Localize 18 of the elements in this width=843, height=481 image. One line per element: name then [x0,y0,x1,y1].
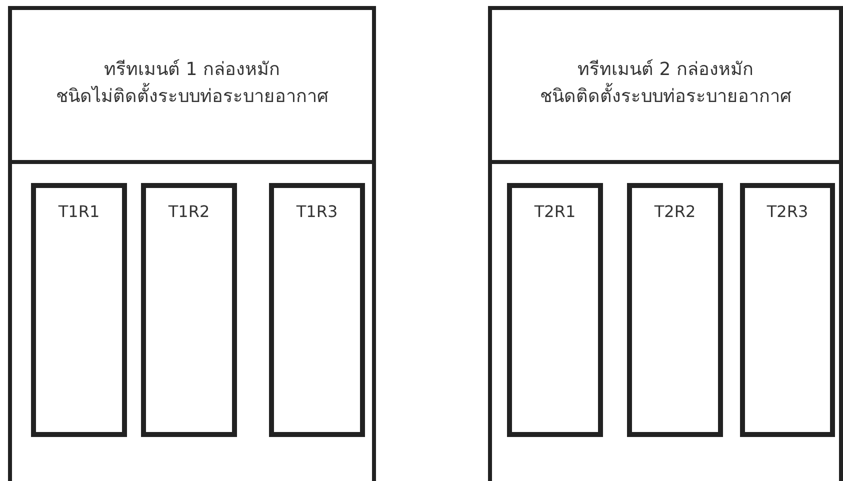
column-box [269,183,365,437]
column-box [507,183,603,437]
heading-line: ทรีทเมนต์ 2 กล่องหมัก [578,58,754,82]
heading-line: ชนิดติดตั้งระบบท่อระบายอากาศ [540,83,791,110]
column-label: T2R2 [654,202,696,221]
column-label: T1R2 [168,202,210,221]
column-label: T1R3 [296,202,338,221]
outer-frame [8,6,376,481]
heading-line: ทรีทเมนต์ 1 กล่องหมัก [104,58,280,82]
column-box [141,183,237,437]
column-box [740,183,835,437]
column-label: T1R1 [58,202,100,221]
column-box [627,183,723,437]
outer-frame [488,6,843,481]
column-label: T2R3 [766,202,808,221]
column-label: T2R1 [534,202,576,221]
heading-line: ชนิดไม่ติดตั้งระบบท่อระบายอากาศ [56,83,328,110]
column-box [31,183,127,437]
